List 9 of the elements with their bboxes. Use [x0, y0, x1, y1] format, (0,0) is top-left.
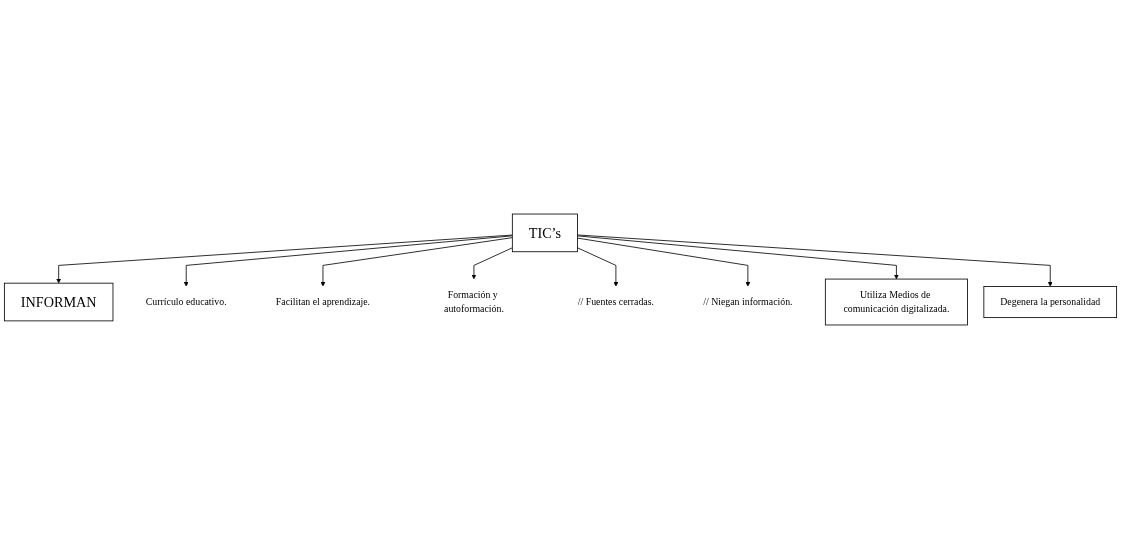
node-text: Currículo educativo. — [145, 296, 227, 308]
node-text: Formación y autoformación. — [444, 288, 504, 315]
node-box: TIC’s — [511, 213, 578, 253]
node-box: INFORMAN — [3, 282, 114, 322]
node-box: Utiliza Medios de comunicación digitalizada. — [824, 278, 968, 326]
node-text: // Fuentes cerradas. — [577, 296, 655, 308]
node-text: Facilitan el aprendizaje. — [275, 296, 371, 308]
node-box: Degenera la personalidad — [983, 286, 1118, 318]
node-text: // Niegan información. — [703, 296, 793, 308]
